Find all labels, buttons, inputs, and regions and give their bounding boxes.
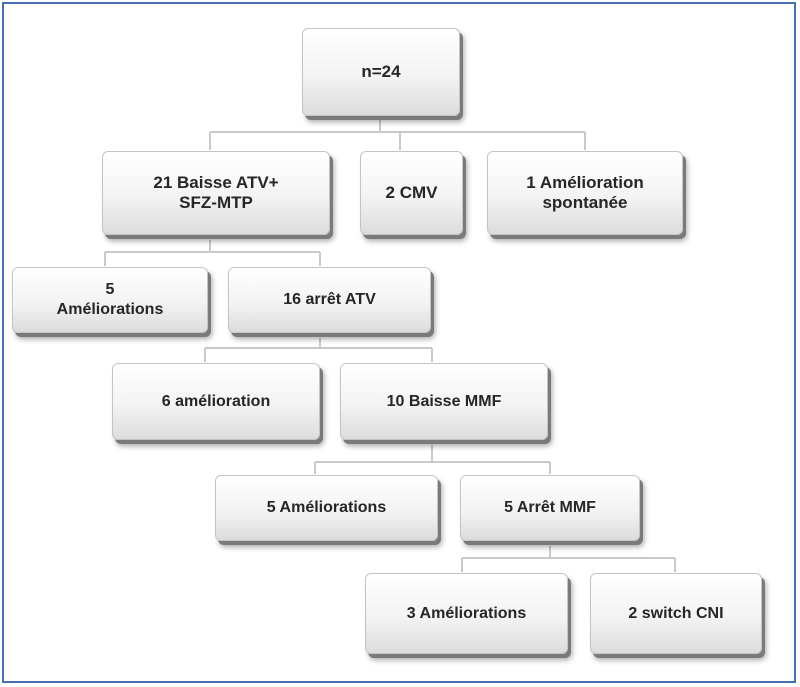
node-cmv: 2 CMV [360, 151, 463, 235]
node-switch-cni: 2 switch CNI [590, 573, 762, 654]
node-ameliorations-5a: 5 Améliorations [12, 267, 208, 333]
node-baisse-atv: 21 Baisse ATV+ SFZ-MTP [102, 151, 330, 235]
node-amelioration-spontanee: 1 Amélioration spontanée [487, 151, 683, 235]
node-arret-atv: 16 arrêt ATV [228, 267, 431, 333]
node-baisse-mmf: 10 Baisse MMF [340, 363, 548, 440]
node-ameliorations-3: 3 Améliorations [365, 573, 568, 654]
node-amelioration-6: 6 amélioration [112, 363, 320, 440]
node-ameliorations-5b: 5 Améliorations [215, 475, 438, 541]
node-arret-mmf: 5 Arrêt MMF [460, 475, 640, 541]
node-root: n=24 [302, 28, 460, 116]
